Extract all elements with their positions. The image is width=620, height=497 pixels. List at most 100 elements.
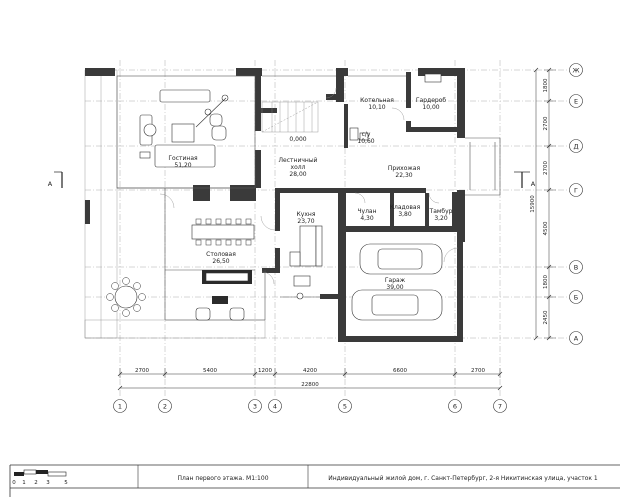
dim-right-3: 2700 [543,161,549,175]
dim-right-4: 4500 [543,221,549,235]
staircase [261,101,319,133]
dining-furniture [191,218,255,321]
dim-right-1: 1800 [543,78,549,92]
room-area: 10,10 [368,104,385,111]
room-area: 26,50 [212,258,229,265]
axis-bubble-Б: Б [569,290,583,304]
room-name: Столовая [206,251,236,258]
dim-bottom-total: 22800 [301,382,319,388]
terrace-bottom [84,319,266,339]
svg-text:Е: Е [574,98,578,106]
axis-bubble-1: 1 [113,399,127,413]
room-name: Прихожая [388,165,421,172]
dim-right-6: 2450 [543,310,549,324]
room-name: Лестничный [279,157,318,164]
room-name: Кухня [297,211,316,218]
dim-right-2: 2700 [543,116,549,130]
room-name: Гардероб [416,97,446,104]
kitchen-furniture [289,225,323,300]
axis-bubble-6: 6 [448,399,462,413]
svg-text:А: А [531,180,536,188]
axis-bubble-Д: Д [569,139,583,153]
room-area: 3,80 [398,211,412,218]
axis-bubble-2: 2 [158,399,172,413]
svg-text:Д: Д [573,143,578,151]
dim-bottom-2: 5400 [203,368,217,374]
axis-bubble-3: 3 [248,399,262,413]
section-mark-left: А [48,171,63,188]
room-name: Чулан [357,208,376,215]
room-area: 51,20 [174,162,191,169]
scale-tick-3: 3 [46,480,50,486]
scale-tick-0: 0 [12,480,16,486]
room-area: 3,20 [434,215,448,222]
axis-bubble-5: 5 [338,399,352,413]
svg-text:7: 7 [498,403,502,411]
dim-bottom-1: 2700 [135,368,149,374]
svg-text:В: В [574,264,578,272]
dim-bottom-5: 6600 [393,368,407,374]
dim-bottom-4: 4200 [303,368,317,374]
axis-bubble-Ж: Ж [569,63,583,77]
axis-bubble-Е: Е [569,94,583,108]
svg-text:Ж: Ж [572,67,579,75]
right-dimensions: 1800 2700 2700 4500 1800 2450 15900 [530,67,556,341]
room-label-wc: с/у10,60 [357,131,374,145]
doors [159,87,459,285]
svg-text:3: 3 [253,403,257,411]
axis-bubbles-horizontal: Ж Е Д Г В Б А [569,63,583,345]
terrace-round-table [106,277,146,317]
room-name: Гараж [385,277,406,284]
axis-bubble-4: 4 [268,399,282,413]
room-area: 10,00 [422,104,439,111]
room-name: Кладовая [390,204,421,211]
dim-right-5: 1800 [543,275,549,289]
sheet-title: План первого этажа. М1:100 [177,475,268,482]
svg-text:А: А [574,335,579,343]
dim-right-total: 15900 [530,195,536,213]
project-title: Индивидуальный жилой дом, г. Санкт-Петер… [328,475,598,482]
axis-bubble-А: А [569,331,583,345]
svg-text:2: 2 [163,403,167,411]
axis-bubble-7: 7 [493,399,507,413]
svg-text:1: 1 [118,403,122,411]
svg-text:4: 4 [273,403,277,411]
axis-bubbles-vertical: 1 2 3 4 5 6 7 [113,399,507,413]
room-name: Котельная [360,97,394,104]
room-area: 23,70 [297,218,314,225]
svg-text:А: А [48,180,53,188]
section-mark-right: А [514,171,536,188]
svg-text:5: 5 [343,403,347,411]
room-area: 28,00 [289,171,306,178]
room-name: Гостиная [168,155,198,162]
room-name: холл [291,164,306,171]
room-name: Тамбур [429,208,453,215]
room-name: с/у [362,131,371,138]
living-room-furniture [139,89,229,168]
svg-text:Г: Г [574,187,578,195]
axis-bubble-Г: Г [569,183,583,197]
scale-tick-5: 5 [64,480,68,486]
room-area: 39,00 [386,284,403,291]
svg-text:Б: Б [574,294,578,302]
room-area: 10,60 [357,138,374,145]
scale-tick-1: 1 [22,480,26,486]
dim-bottom-3: 1200 [258,368,272,374]
axis-bubble-В: В [569,260,583,274]
walls [85,68,465,342]
